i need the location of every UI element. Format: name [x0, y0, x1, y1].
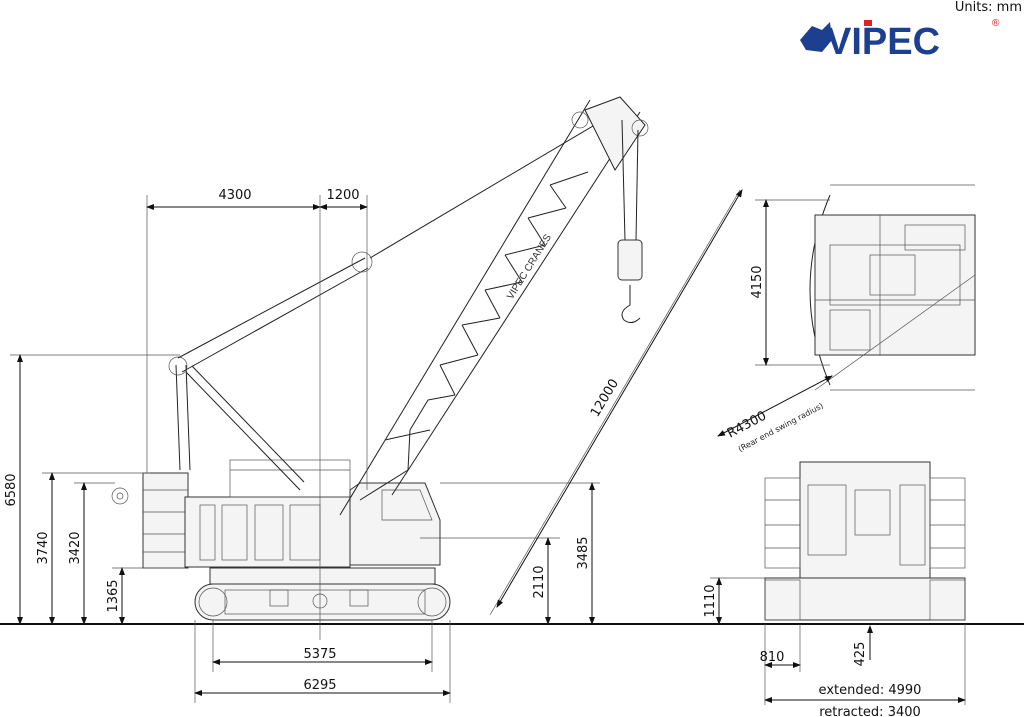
- dim-810: 810: [760, 650, 785, 665]
- dim-425: 425: [853, 642, 868, 667]
- dim-3420: 3420: [68, 531, 83, 564]
- cab: [349, 482, 441, 566]
- counterweight: [142, 472, 189, 569]
- dim-5375: 5375: [303, 647, 336, 662]
- logo-text: VIPEC: [826, 21, 940, 63]
- track: [194, 583, 451, 621]
- top-view: [809, 184, 976, 391]
- registered-mark: ®: [992, 18, 1000, 29]
- front-view: [764, 461, 966, 621]
- dim-1200: 1200: [326, 188, 359, 203]
- dim-retracted: retracted: 3400: [819, 705, 921, 717]
- dim-extended: extended: 4990: [819, 683, 922, 698]
- dim-3740: 3740: [36, 531, 51, 564]
- dim-1110: 1110: [703, 584, 718, 617]
- dim-6295: 6295: [303, 678, 336, 693]
- lattice-boom: [339, 96, 646, 516]
- dim-2110: 2110: [532, 565, 547, 598]
- dim-4300: 4300: [218, 188, 251, 203]
- rhino-icon: [800, 22, 832, 52]
- dim-3485: 3485: [576, 536, 591, 569]
- side-view: VIPEC CRANES: [111, 96, 649, 621]
- hook-icon: [621, 285, 641, 324]
- dim-12000: 12000: [588, 377, 622, 420]
- dim-1365: 1365: [106, 579, 121, 612]
- vipec-logo: VIPEC ®: [800, 18, 1000, 63]
- upper-body: [184, 496, 351, 568]
- dim-4150: 4150: [750, 265, 765, 298]
- units-label: Units: mm: [955, 0, 1022, 15]
- dim-6580: 6580: [4, 473, 19, 506]
- hook-block: [617, 239, 643, 281]
